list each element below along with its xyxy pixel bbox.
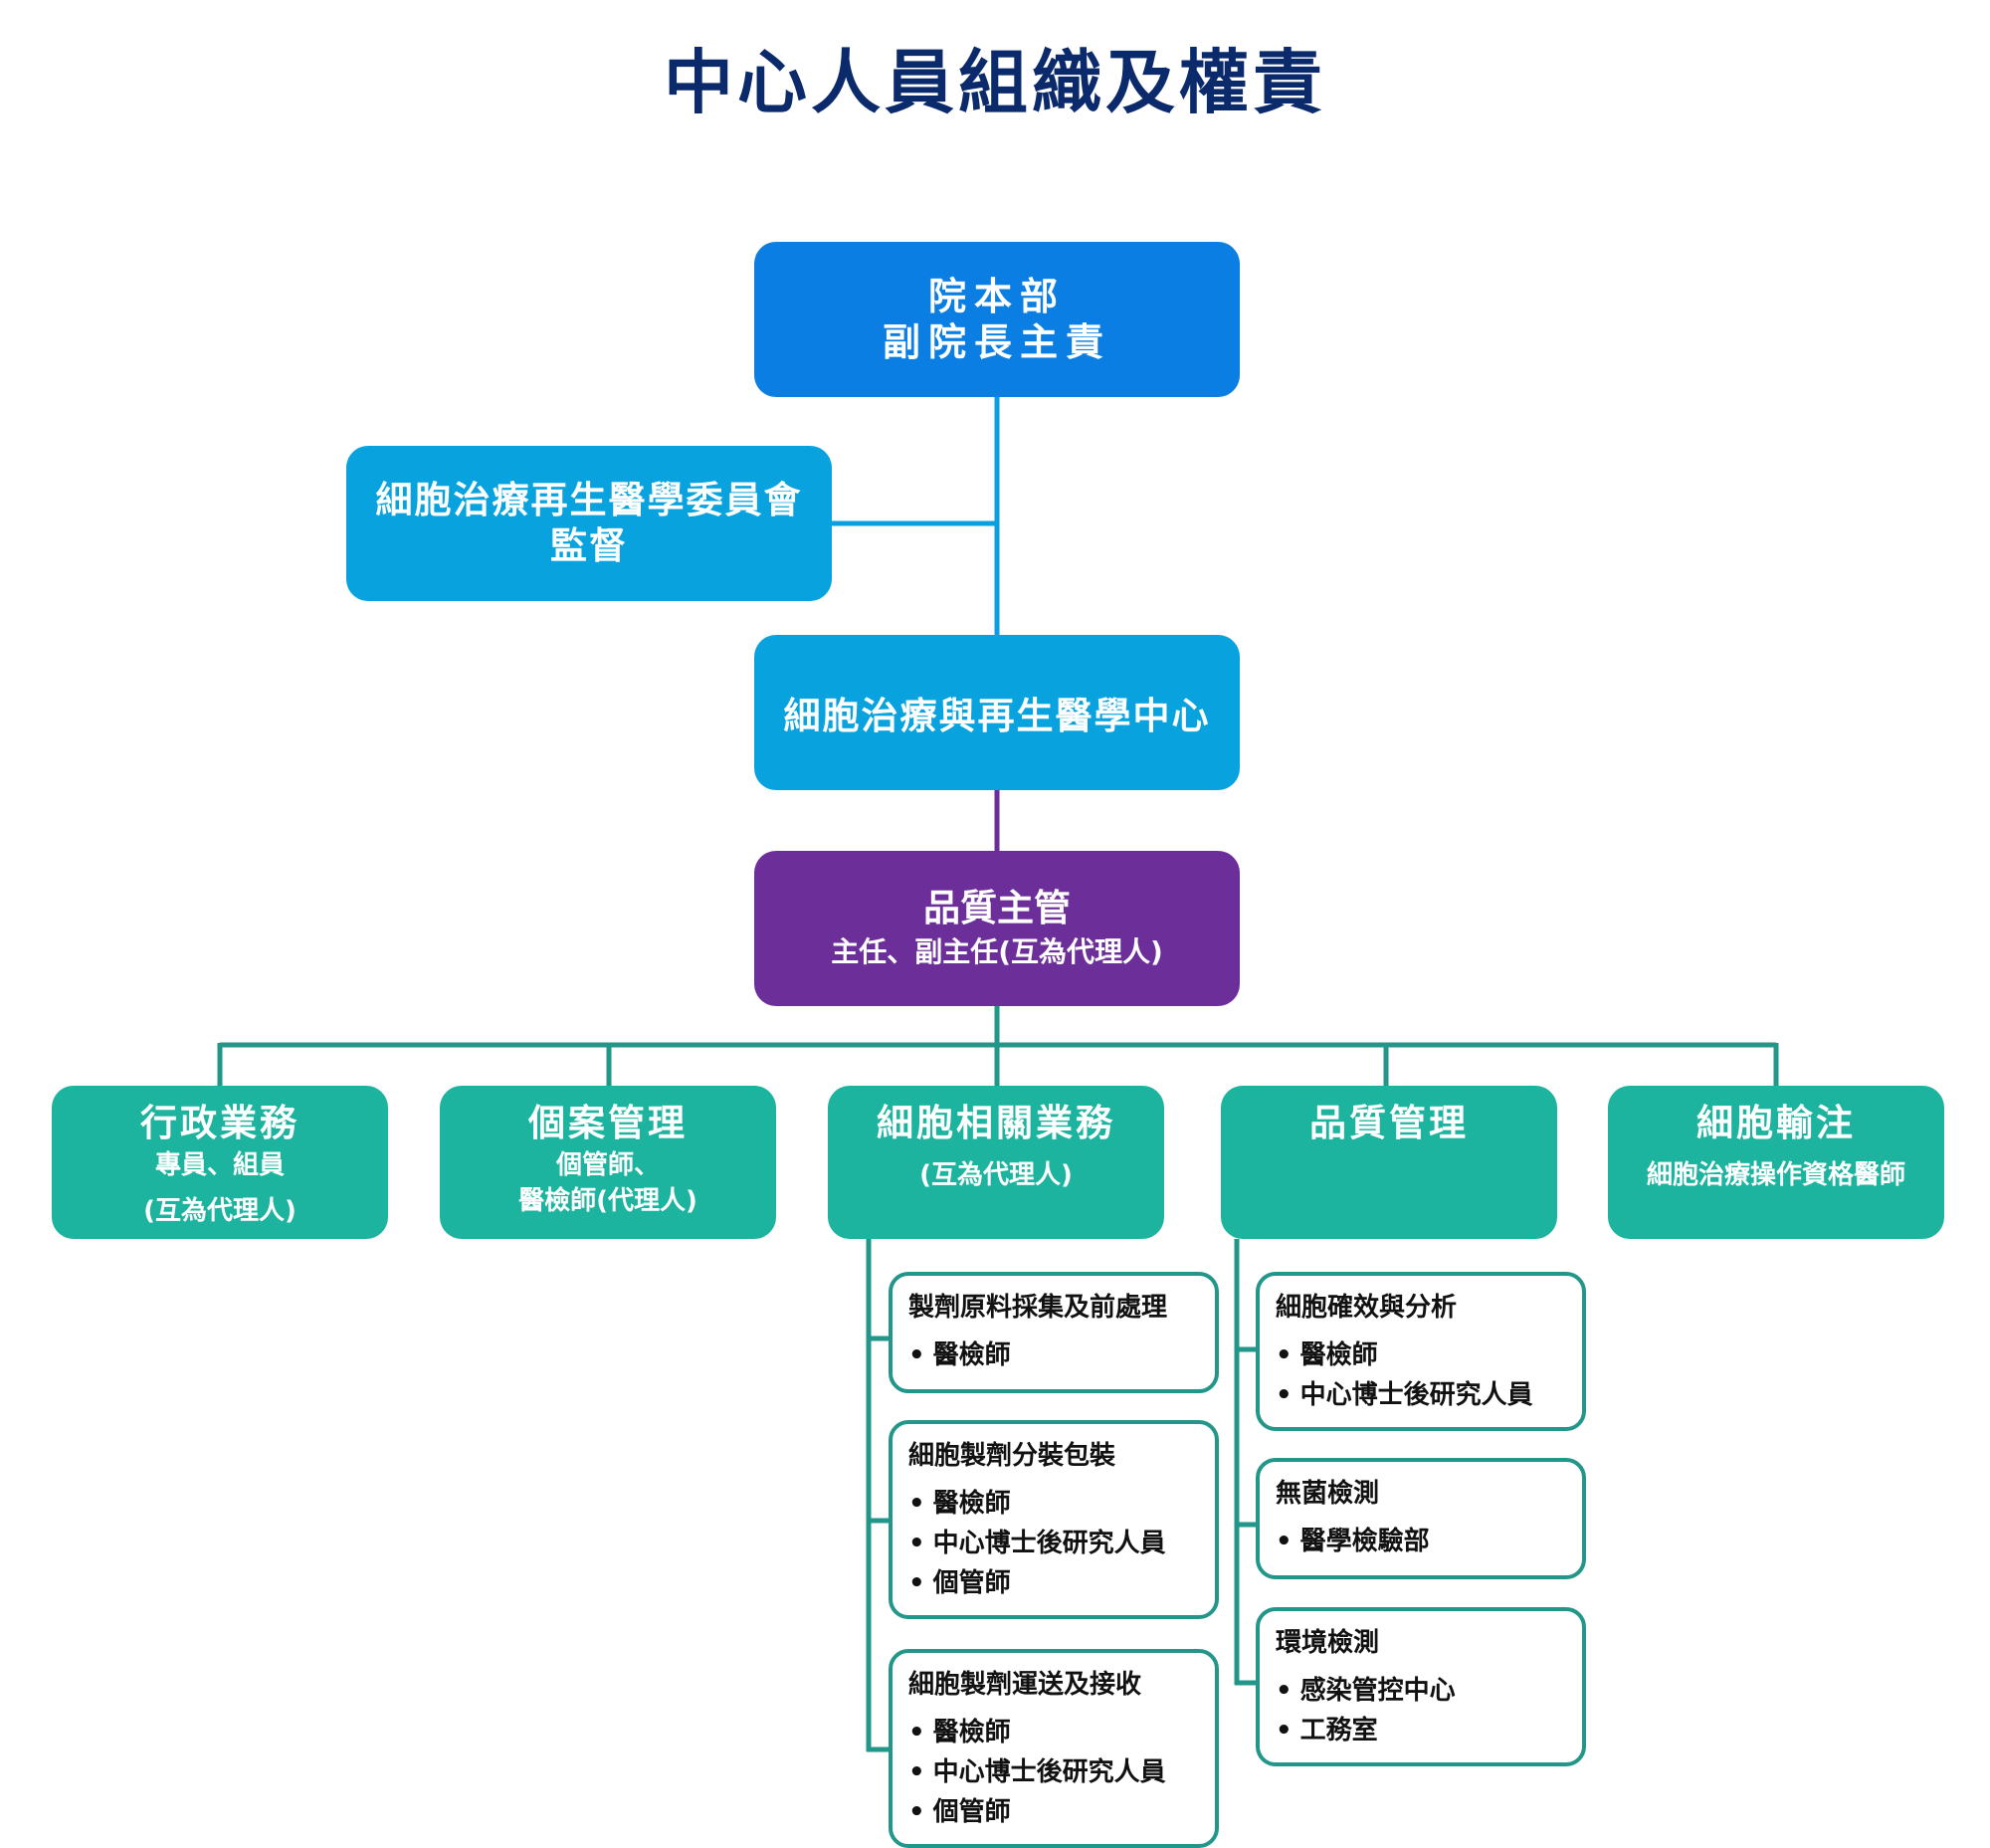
dept-admin-sub2: (互為代理人) xyxy=(143,1196,297,1226)
dept-infusion-box: 細胞輸注 細胞治療操作資格醫師 xyxy=(1608,1086,1944,1239)
task-title: 細胞確效與分析 xyxy=(1276,1293,1458,1323)
quality-task-environment: 環境檢測 感染管控中心 工務室 xyxy=(1256,1607,1586,1766)
dept-infusion-sub1: 細胞治療操作資格醫師 xyxy=(1646,1160,1905,1190)
quality-task-sterility: 無菌檢測 醫學檢驗部 xyxy=(1256,1458,1586,1579)
center-label: 細胞治療與再生醫學中心 xyxy=(783,695,1211,737)
dept-admin-name: 行政業務 xyxy=(140,1102,299,1144)
dept-infusion-name: 細胞輸注 xyxy=(1696,1102,1856,1144)
cell-task-packaging: 細胞製劑分裝包裝 醫檢師 中心博士後研究人員 個管師 xyxy=(889,1420,1219,1619)
hospital-headquarters-box: 院本部 副院長主責 xyxy=(754,242,1240,397)
task-title: 無菌檢測 xyxy=(1276,1479,1380,1509)
cell-task-collection: 製劑原料採集及前處理 醫檢師 xyxy=(889,1272,1219,1393)
task-item: 醫學檢驗部 xyxy=(1276,1522,1582,1561)
task-title: 製劑原料採集及前處理 xyxy=(908,1293,1168,1323)
task-item: 工務室 xyxy=(1276,1711,1582,1750)
dept-cell-sub1: (互為代理人) xyxy=(919,1160,1073,1190)
task-item: 醫檢師 xyxy=(908,1484,1215,1524)
quality-head-sub: 主任、副主任(互為代理人) xyxy=(831,935,1163,968)
task-title: 環境檢測 xyxy=(1276,1628,1380,1658)
task-item: 感染管控中心 xyxy=(1276,1671,1582,1711)
task-item: 中心博士後研究人員 xyxy=(908,1752,1215,1792)
task-item: 醫檢師 xyxy=(1276,1335,1582,1375)
committee-box: 細胞治療再生醫學委員會 監督 xyxy=(346,446,832,601)
dept-admin-box: 行政業務 專員、組員 (互為代理人) xyxy=(52,1086,388,1239)
dept-cell-box: 細胞相關業務 (互為代理人) xyxy=(828,1086,1164,1239)
dept-cell-name: 細胞相關業務 xyxy=(877,1102,1115,1144)
center-box: 細胞治療與再生醫學中心 xyxy=(754,635,1240,790)
hospital-headquarters-sub: 副院長主責 xyxy=(882,320,1111,364)
quality-task-validation: 細胞確效與分析 醫檢師 中心博士後研究人員 xyxy=(1256,1272,1586,1431)
task-title: 細胞製劑運送及接收 xyxy=(908,1670,1142,1700)
task-item: 醫檢師 xyxy=(908,1335,1215,1375)
hospital-headquarters-label: 院本部 xyxy=(927,275,1066,318)
cell-task-transport: 細胞製劑運送及接收 醫檢師 中心博士後研究人員 個管師 xyxy=(889,1649,1219,1848)
task-item: 個管師 xyxy=(908,1792,1215,1832)
quality-head-box: 品質主管 主任、副主任(互為代理人) xyxy=(754,851,1240,1006)
dept-case-name: 個案管理 xyxy=(528,1102,688,1144)
task-title: 細胞製劑分裝包裝 xyxy=(908,1441,1116,1471)
dept-quality-name: 品質管理 xyxy=(1309,1102,1469,1144)
task-item: 個管師 xyxy=(908,1563,1215,1603)
dept-case-sub1: 個管師、 xyxy=(555,1150,660,1180)
committee-label: 細胞治療再生醫學委員會 xyxy=(375,479,803,521)
dept-case-sub2: 醫檢師(代理人) xyxy=(518,1186,697,1216)
page-title: 中心人員組織及權責 xyxy=(664,42,1326,123)
task-item: 中心博士後研究人員 xyxy=(908,1524,1215,1563)
dept-admin-sub1: 專員、組員 xyxy=(154,1150,285,1180)
committee-sub: 監督 xyxy=(550,524,628,567)
task-item: 醫檢師 xyxy=(908,1713,1215,1752)
dept-quality-box: 品質管理 xyxy=(1221,1086,1557,1239)
task-item: 中心博士後研究人員 xyxy=(1276,1375,1582,1415)
dept-case-box: 個案管理 個管師、 醫檢師(代理人) xyxy=(440,1086,776,1239)
quality-head-label: 品質主管 xyxy=(923,887,1071,929)
